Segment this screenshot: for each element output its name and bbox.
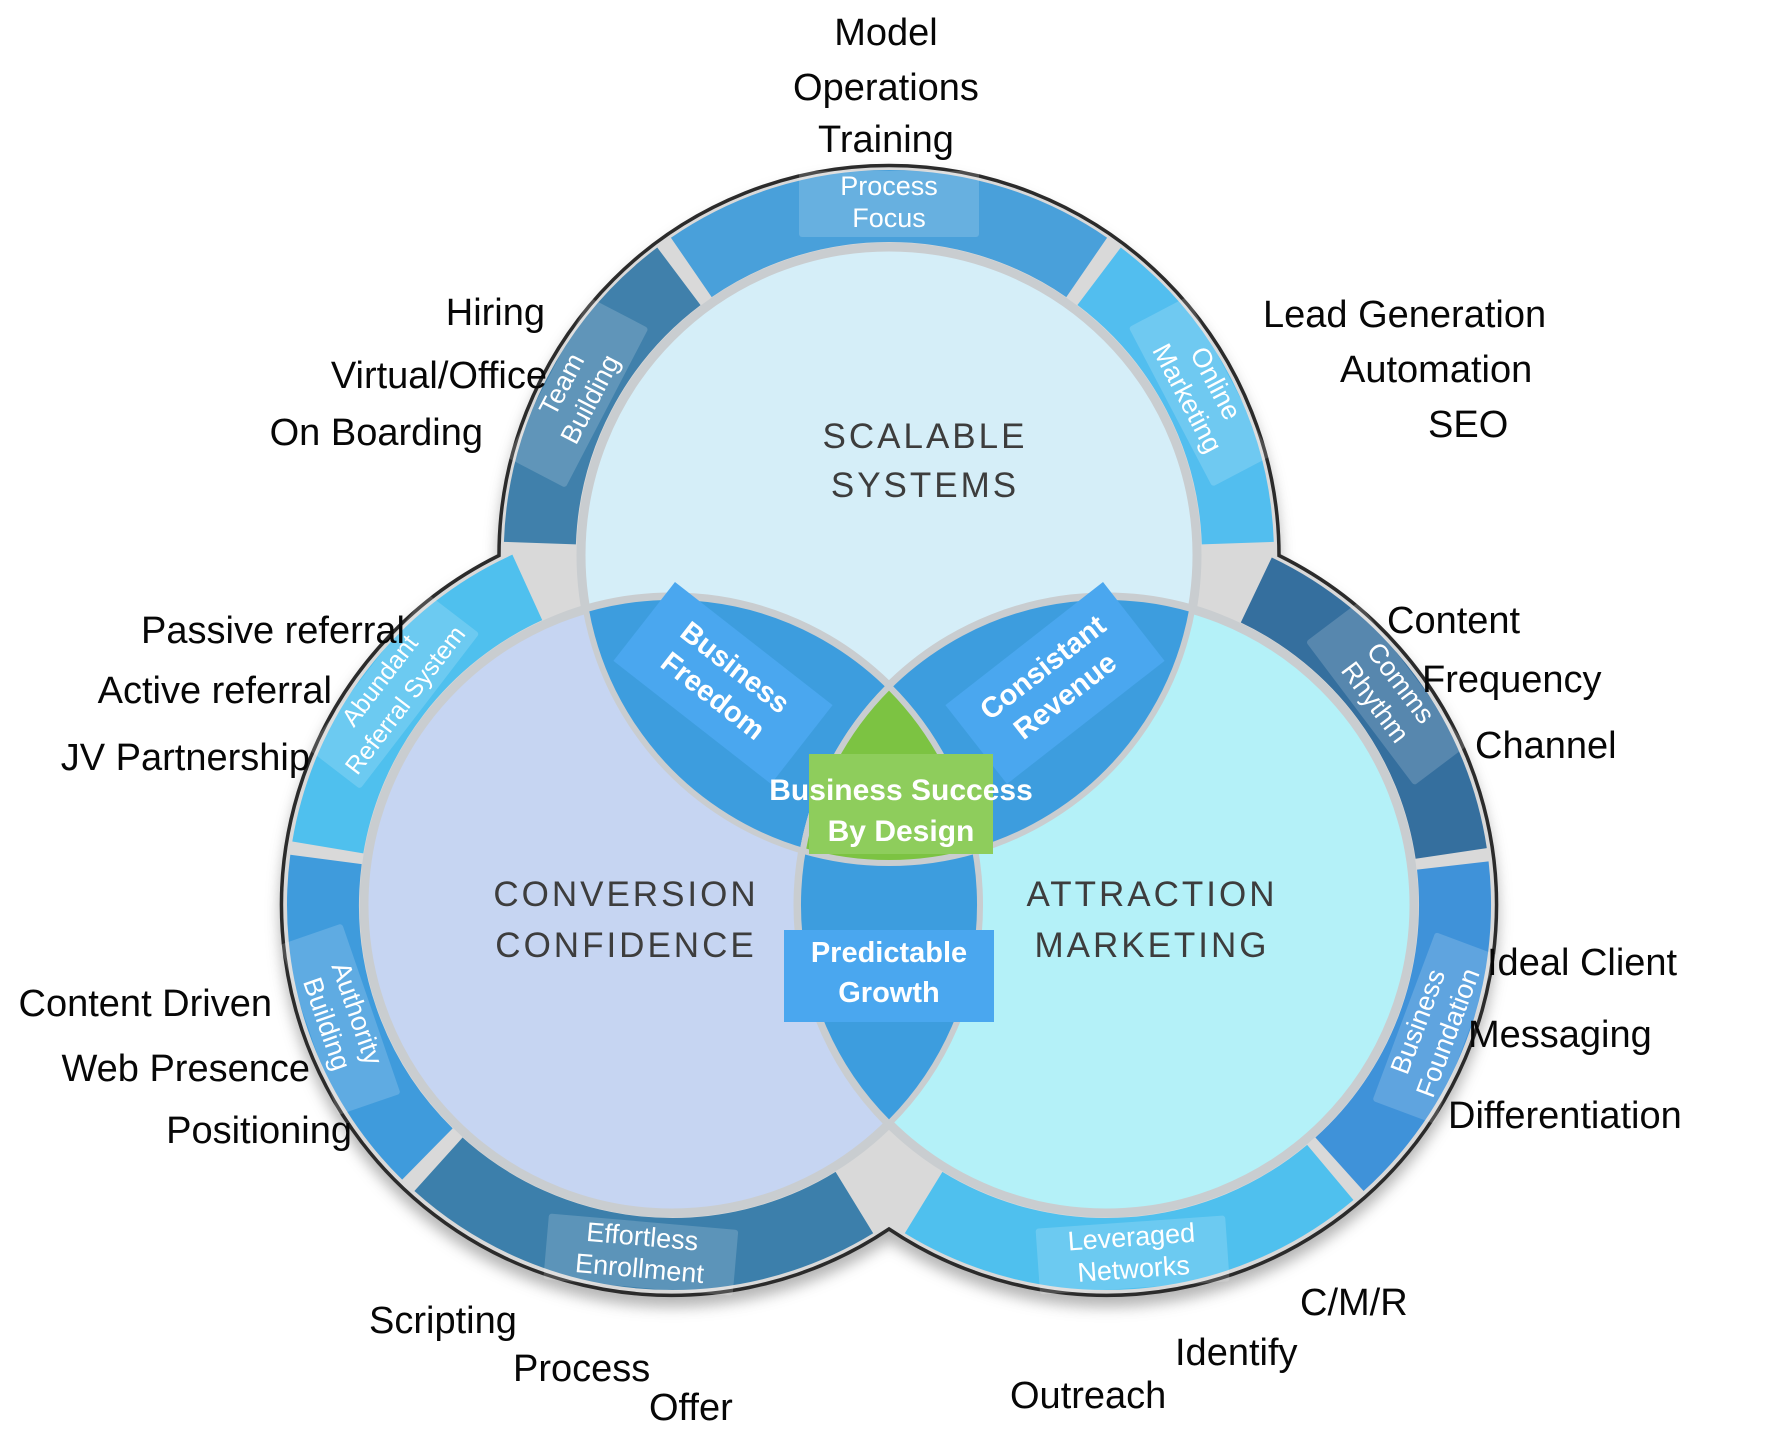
online-marketing-label-box	[1129, 297, 1270, 486]
outer-label-bottom-left-2: Process	[513, 1348, 650, 1390]
scalable-systems-title-line2: SYSTEMS	[831, 466, 1019, 505]
outer-label-top-right-3: SEO	[1428, 404, 1508, 446]
authority-building-label-box	[280, 924, 400, 1115]
outer-label-right-2: Frequency	[1422, 659, 1602, 701]
business-foundation-arc	[1315, 861, 1491, 1192]
outer-text-labels: Model Operations Training Hiring Virtual…	[19, 12, 1682, 1429]
attraction-marketing-title-line1: ATTRACTION	[1026, 875, 1277, 914]
outer-label-top-left-2: Virtual/Office	[331, 355, 547, 397]
predictable-growth-label-line2: Growth	[838, 977, 940, 1009]
team-building-arc	[503, 247, 701, 545]
outer-label-left-lower-3: Positioning	[166, 1110, 352, 1152]
ring-segment-process-focus: Process Focus	[670, 170, 1108, 298]
process-focus-arc	[670, 170, 1108, 298]
outer-label-top-3: Training	[818, 119, 954, 161]
center-label-line1: Business Success	[769, 774, 1032, 807]
outer-label-top-2: Operations	[793, 67, 979, 109]
center-label-line2: By Design	[828, 815, 975, 848]
overlap-labels: Business Freedom Consistant Revenue Pred…	[613, 582, 1165, 1022]
outer-label-top-right-2: Automation	[1340, 349, 1532, 391]
online-marketing-arc	[1077, 247, 1274, 545]
predictable-growth-label-box	[784, 930, 994, 1022]
outer-label-right-1: Content	[1387, 600, 1521, 642]
circle-titles: SCALABLE SYSTEMS CONVERSION CONFIDENCE A…	[493, 417, 1277, 965]
abundant-referral-arc	[292, 554, 543, 854]
business-freedom-label-box	[613, 582, 833, 784]
outer-label-right-lower-3: Differentiation	[1448, 1095, 1682, 1137]
outer-label-right-lower-1: Ideal Client	[1487, 942, 1678, 984]
ring-segment-effortless-enrollment: Effortless Enrollment	[414, 1137, 874, 1296]
abundant-referral-label-box	[308, 594, 479, 788]
process-focus-label-box	[799, 171, 979, 237]
process-focus-label-line2: Focus	[852, 203, 926, 233]
outer-label-bottom-right-3: Outreach	[1010, 1375, 1166, 1417]
outer-label-left-1: Passive referral	[141, 610, 405, 652]
outer-label-right-3: Channel	[1475, 725, 1617, 767]
effortless-enrollment-arc	[414, 1137, 874, 1290]
outer-label-bottom-right-1: C/M/R	[1300, 1282, 1408, 1324]
outer-label-left-2: Active referral	[98, 670, 332, 712]
outer-label-left-lower-2: Web Presence	[61, 1048, 310, 1090]
consistant-revenue-label-box	[945, 582, 1165, 784]
outer-label-right-lower-2: Messaging	[1468, 1014, 1652, 1056]
effortless-enrollment-label-box	[543, 1213, 739, 1296]
authority-building-arc	[287, 854, 453, 1180]
outer-label-top-1: Model	[834, 12, 938, 54]
business-foundation-label-box	[1373, 932, 1497, 1123]
conversion-confidence-title-line2: CONFIDENCE	[495, 926, 756, 965]
ring-segment-authority-building: Authority Building	[280, 854, 453, 1180]
outer-label-top-left-1: Hiring	[446, 292, 545, 334]
comms-rhythm-arc	[1240, 557, 1487, 860]
outer-label-top-right-1: Lead Generation	[1263, 294, 1546, 336]
comms-rhythm-label-box	[1306, 603, 1466, 785]
ring-segment-online-marketing: Online Marketing	[1077, 247, 1274, 545]
outer-label-bottom-right-2: Identify	[1175, 1332, 1298, 1374]
attraction-marketing-title-line2: MARKETING	[1034, 926, 1269, 965]
scalable-systems-title-line1: SCALABLE	[823, 417, 1028, 456]
outer-label-top-left-3: On Boarding	[270, 412, 483, 454]
outer-label-bottom-left-1: Scripting	[369, 1300, 517, 1342]
process-focus-label-line1: Process	[840, 171, 938, 201]
outer-label-bottom-left-3: Offer	[649, 1387, 733, 1429]
conversion-confidence-title-line1: CONVERSION	[493, 875, 758, 914]
leveraged-networks-label-box	[1035, 1215, 1230, 1295]
ring-segment-leveraged-networks: Leveraged Networks	[904, 1144, 1354, 1295]
outer-label-left-3: JV Partnership	[61, 737, 310, 779]
center-label-box	[809, 754, 993, 854]
team-building-label-box	[507, 298, 648, 487]
leveraged-networks-arc	[904, 1144, 1354, 1291]
predictable-growth-label-line1: Predictable	[811, 937, 967, 969]
outer-label-left-lower-1: Content Driven	[19, 983, 272, 1025]
